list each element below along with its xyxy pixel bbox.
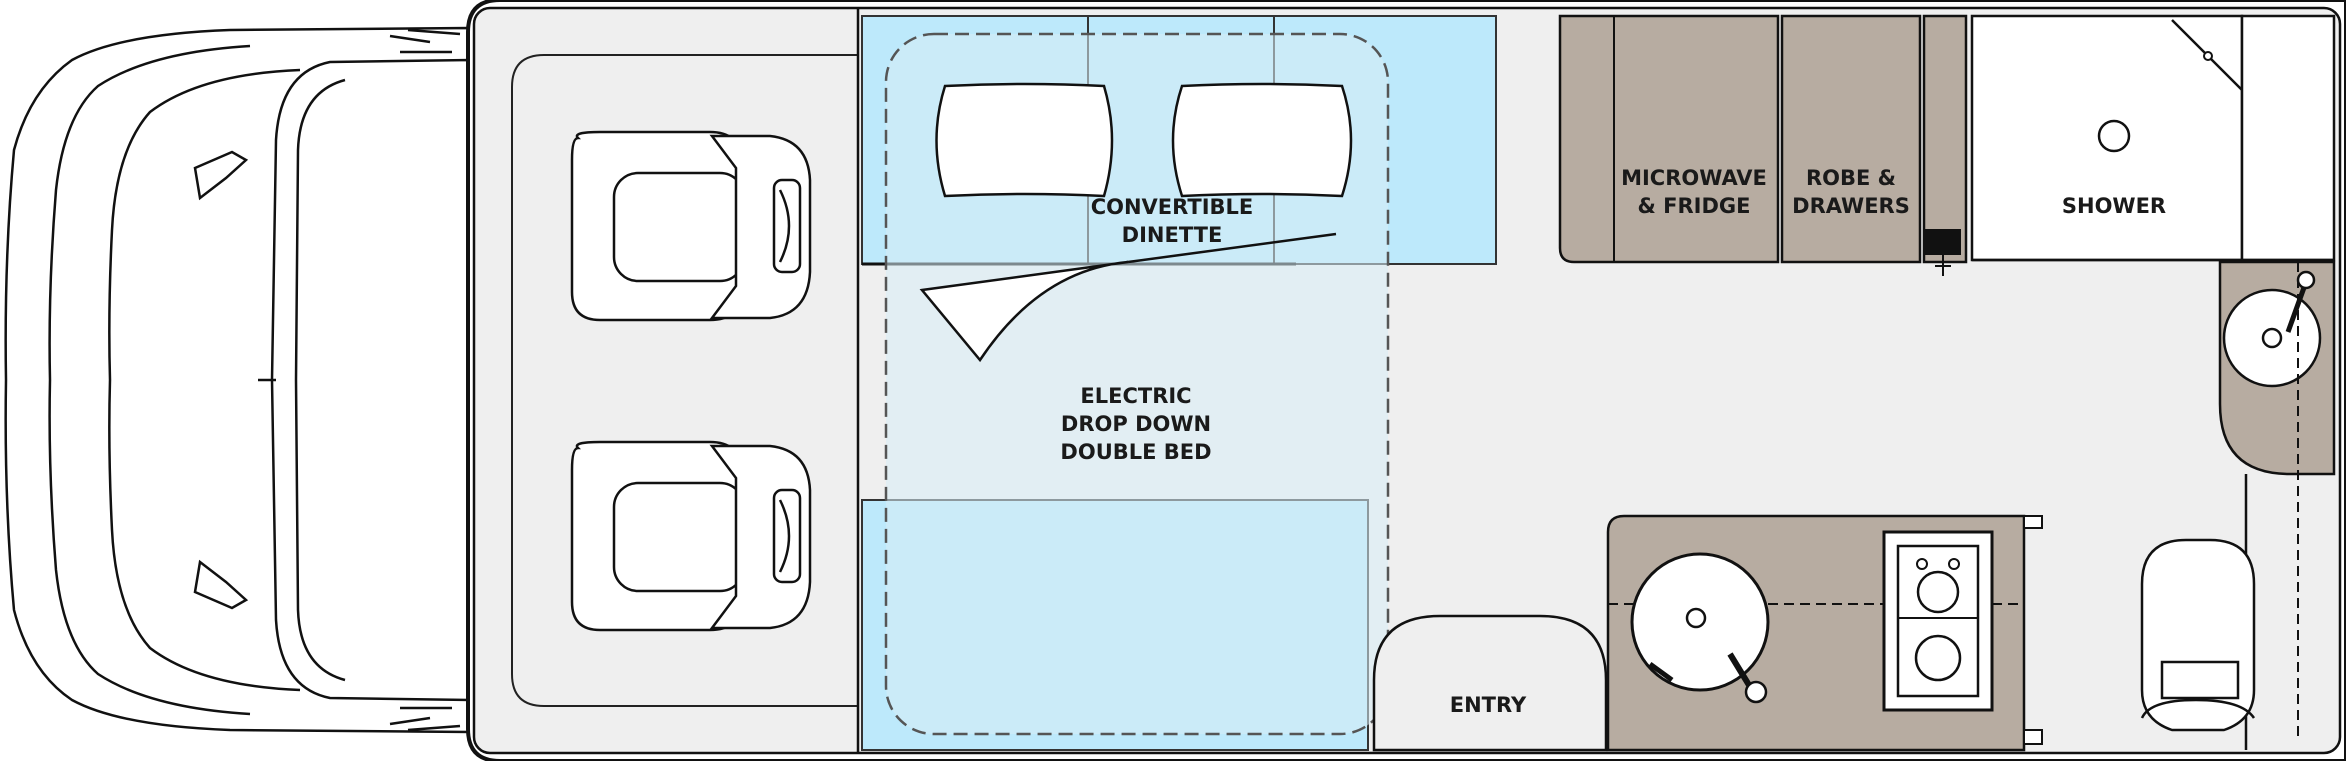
windscreen xyxy=(270,58,472,702)
bed-label-line-1: ELECTRIC xyxy=(1080,384,1191,408)
table-left xyxy=(935,82,1114,198)
bench-end-cap-bottom xyxy=(2023,729,2043,745)
dinette-label-line-2: DINETTE xyxy=(1122,223,1223,247)
shower-cubicle: SHOWER xyxy=(1970,14,2244,262)
shower-drain-icon xyxy=(2097,119,2131,153)
seat-head-detail xyxy=(778,189,791,263)
basin-drain-icon xyxy=(2261,327,2283,349)
bed-label-line-2: DROP DOWN xyxy=(1061,412,1211,436)
basin-tap-icon xyxy=(2285,281,2309,333)
control-panel-box xyxy=(1925,229,1961,255)
driver-seat xyxy=(570,130,812,322)
control-panel xyxy=(1925,229,1961,276)
seat-head xyxy=(772,488,802,584)
seat-head xyxy=(772,178,802,274)
bed-label-line-3: DOUBLE BED xyxy=(1060,440,1211,464)
hood-outline xyxy=(48,44,251,716)
dinette-label-line-1: CONVERTIBLE xyxy=(1091,195,1254,219)
seat-head-detail xyxy=(778,499,791,573)
seat-cushion xyxy=(612,171,746,283)
toilet-tank xyxy=(2160,660,2240,700)
cabinet-body xyxy=(1780,14,1922,264)
seat-cushion xyxy=(612,481,746,593)
bumper-top xyxy=(389,28,461,54)
entry-step xyxy=(1372,614,1608,752)
toilet-bowl xyxy=(2140,538,2256,732)
burner-small-1 xyxy=(1916,558,1928,570)
vehicle-cab xyxy=(4,26,472,734)
robe-label-line-2: DRAWERS xyxy=(1792,194,1910,218)
narrow-cabinet xyxy=(1922,14,1968,264)
cab-body-outline xyxy=(4,26,472,734)
mirror-bottom-icon xyxy=(193,559,249,610)
burner-small-2 xyxy=(1948,558,1960,570)
bench-end-cap xyxy=(2023,515,2043,529)
windscreen-inner xyxy=(294,78,346,682)
hood-inner-line xyxy=(108,68,301,692)
table-right xyxy=(1171,82,1353,198)
microwave-label-line-1: MICROWAVE xyxy=(1621,166,1767,190)
toilet xyxy=(2140,538,2256,732)
entry-label: ENTRY xyxy=(1450,693,1527,717)
bumper-bottom xyxy=(389,706,461,732)
shower-door-hinge xyxy=(2203,51,2213,61)
robe-drawers-cabinet: ROBE & DRAWERS xyxy=(1780,14,1922,264)
robe-label-line-1: ROBE & xyxy=(1806,166,1896,190)
bed-swing-arc xyxy=(919,260,1129,363)
bed-swing-line xyxy=(1127,232,1337,264)
sink-tap-base xyxy=(1744,680,1768,704)
mirror-top-icon xyxy=(193,150,249,201)
bathroom-wall xyxy=(2240,14,2336,262)
microwave-fridge-cabinet: MICROWAVE & FRIDGE xyxy=(1558,14,1780,264)
shower-label: SHOWER xyxy=(2062,194,2166,218)
bathroom-basin xyxy=(2218,260,2336,476)
sink-drain-icon xyxy=(1685,607,1707,629)
cooktop xyxy=(1882,530,1994,712)
toilet-front xyxy=(2140,698,2256,719)
cabinet-body xyxy=(1558,14,1780,264)
burner-bottom-icon xyxy=(1914,634,1962,682)
burner-top-icon xyxy=(1916,570,1960,614)
kitchen-sink xyxy=(1630,552,1770,704)
microwave-label-line-2: & FRIDGE xyxy=(1638,194,1751,218)
passenger-seat xyxy=(570,440,812,632)
basin-tap-base xyxy=(2296,270,2316,290)
drop-down-bed xyxy=(884,32,1390,736)
sink-overflow xyxy=(1648,661,1674,683)
